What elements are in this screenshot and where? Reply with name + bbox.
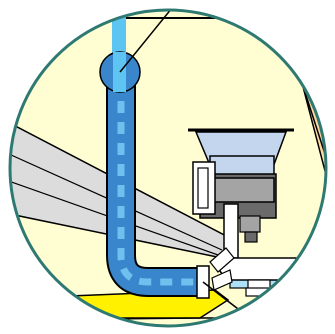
white-bracket-inner: [198, 168, 208, 208]
gray-block: [210, 178, 274, 202]
knob-inner-tube: [113, 52, 126, 92]
shaft-dark-collar: [245, 232, 257, 242]
light-block: [210, 156, 274, 176]
shaft-gray-collar: [240, 216, 260, 232]
